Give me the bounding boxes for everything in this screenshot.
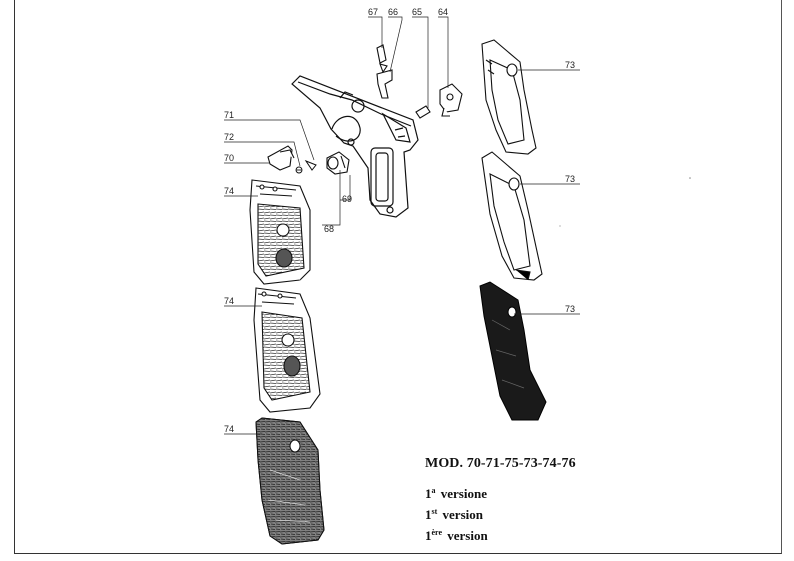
grip-74-drawing-3 [255,417,325,545]
version-number: 1 [425,507,432,522]
part-67-sear-spring [376,44,388,74]
part-70-trigger-bar [267,145,295,171]
part-69-magazine-catch [326,151,350,175]
part-65-pin [415,105,431,119]
grip-74-drawing-2 [253,287,321,413]
model-title: MOD. 70-71-75-73-74-76 [425,456,576,471]
label-73-second: 73 [565,174,575,184]
label-69: 69 [342,194,352,204]
label-72: 72 [224,132,234,142]
grip-73-drawing-2 [481,151,543,281]
version-superscript: ère [431,528,443,537]
part-number-labels: 67 66 65 64 71 72 70 68 69 74 74 74 73 7… [224,7,575,434]
version-number: 1 [425,528,432,543]
page-frame [14,0,782,554]
label-67: 67 [368,7,378,17]
part-66-sear [376,69,393,99]
label-74-third: 74 [224,424,234,434]
version-text: version [442,507,483,522]
part-72-spring [295,166,303,174]
label-71: 71 [224,110,234,120]
label-65: 65 [412,7,422,17]
scan-speckles [299,177,691,281]
version-text: version [447,528,488,543]
grip-73-drawing-3 [479,281,547,421]
label-66: 66 [388,7,398,17]
label-73-third: 73 [565,304,575,314]
version-superscript: a [431,486,436,495]
version-text: versione [440,486,487,501]
part-71-pin [304,159,317,171]
version-superscript: st [431,507,438,516]
version-line-italian: 1a versione [425,483,576,504]
grip-73-drawing-1 [481,39,537,155]
version-line-french: 1ère version [425,525,576,546]
part-64-safety [439,83,463,117]
leader-lines [224,16,580,435]
version-line-english: 1st version [425,504,576,525]
model-caption: MOD. 70-71-75-73-74-76 1a versione 1st v… [425,456,576,546]
label-74-first: 74 [224,186,234,196]
pistol-frame [291,75,419,218]
version-number: 1 [425,486,432,501]
label-70: 70 [224,153,234,163]
label-74-second: 74 [224,296,234,306]
label-73-first: 73 [565,60,575,70]
grip-74-drawing-1 [249,179,311,285]
label-68: 68 [324,224,334,234]
label-64: 64 [438,7,448,17]
